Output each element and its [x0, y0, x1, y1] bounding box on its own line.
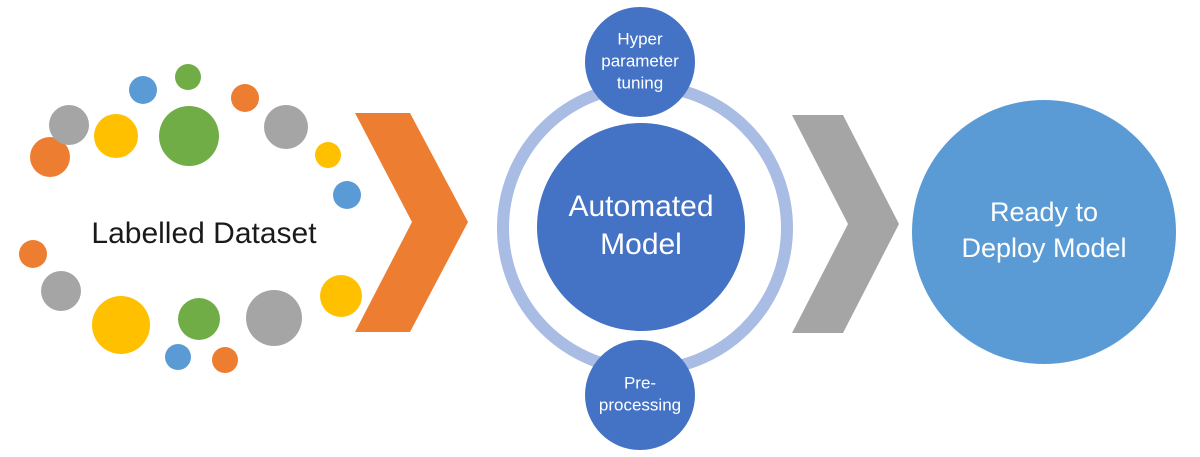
dot-green-3 — [178, 298, 220, 340]
orange-chevron-icon — [355, 113, 468, 332]
dot-orange-3 — [19, 240, 47, 268]
dot-blue-1 — [129, 76, 157, 104]
dot-orange-1 — [30, 137, 70, 177]
pre-processing-label: Pre-processing — [599, 373, 681, 414]
dot-blue-3 — [165, 344, 191, 370]
dot-yellow-2 — [315, 142, 341, 168]
dot-gray-4 — [246, 290, 302, 346]
gray-chevron-icon — [792, 115, 899, 333]
dot-yellow-3 — [92, 296, 150, 354]
dot-yellow-4 — [320, 275, 362, 317]
hyperparameter-tuning-circle[interactable] — [585, 7, 695, 117]
ready-to-deploy-circle[interactable] — [912, 100, 1176, 364]
dataset-dot-cluster — [19, 64, 362, 373]
dot-orange-4 — [212, 347, 238, 373]
labelled-dataset-label: Labelled Dataset — [91, 217, 317, 250]
dot-yellow-1 — [94, 114, 138, 158]
dot-gray-2 — [264, 105, 308, 149]
dot-gray-3 — [41, 271, 81, 311]
dot-gray-1 — [49, 105, 89, 145]
dot-green-1 — [175, 64, 201, 90]
automated-model-circle[interactable] — [537, 123, 745, 331]
stage-dataset[interactable]: Labelled Dataset — [19, 64, 362, 373]
dot-orange-2 — [231, 84, 259, 112]
dot-green-2 — [159, 106, 219, 166]
pre-processing-circle[interactable] — [585, 340, 695, 450]
dot-blue-2 — [333, 181, 361, 209]
